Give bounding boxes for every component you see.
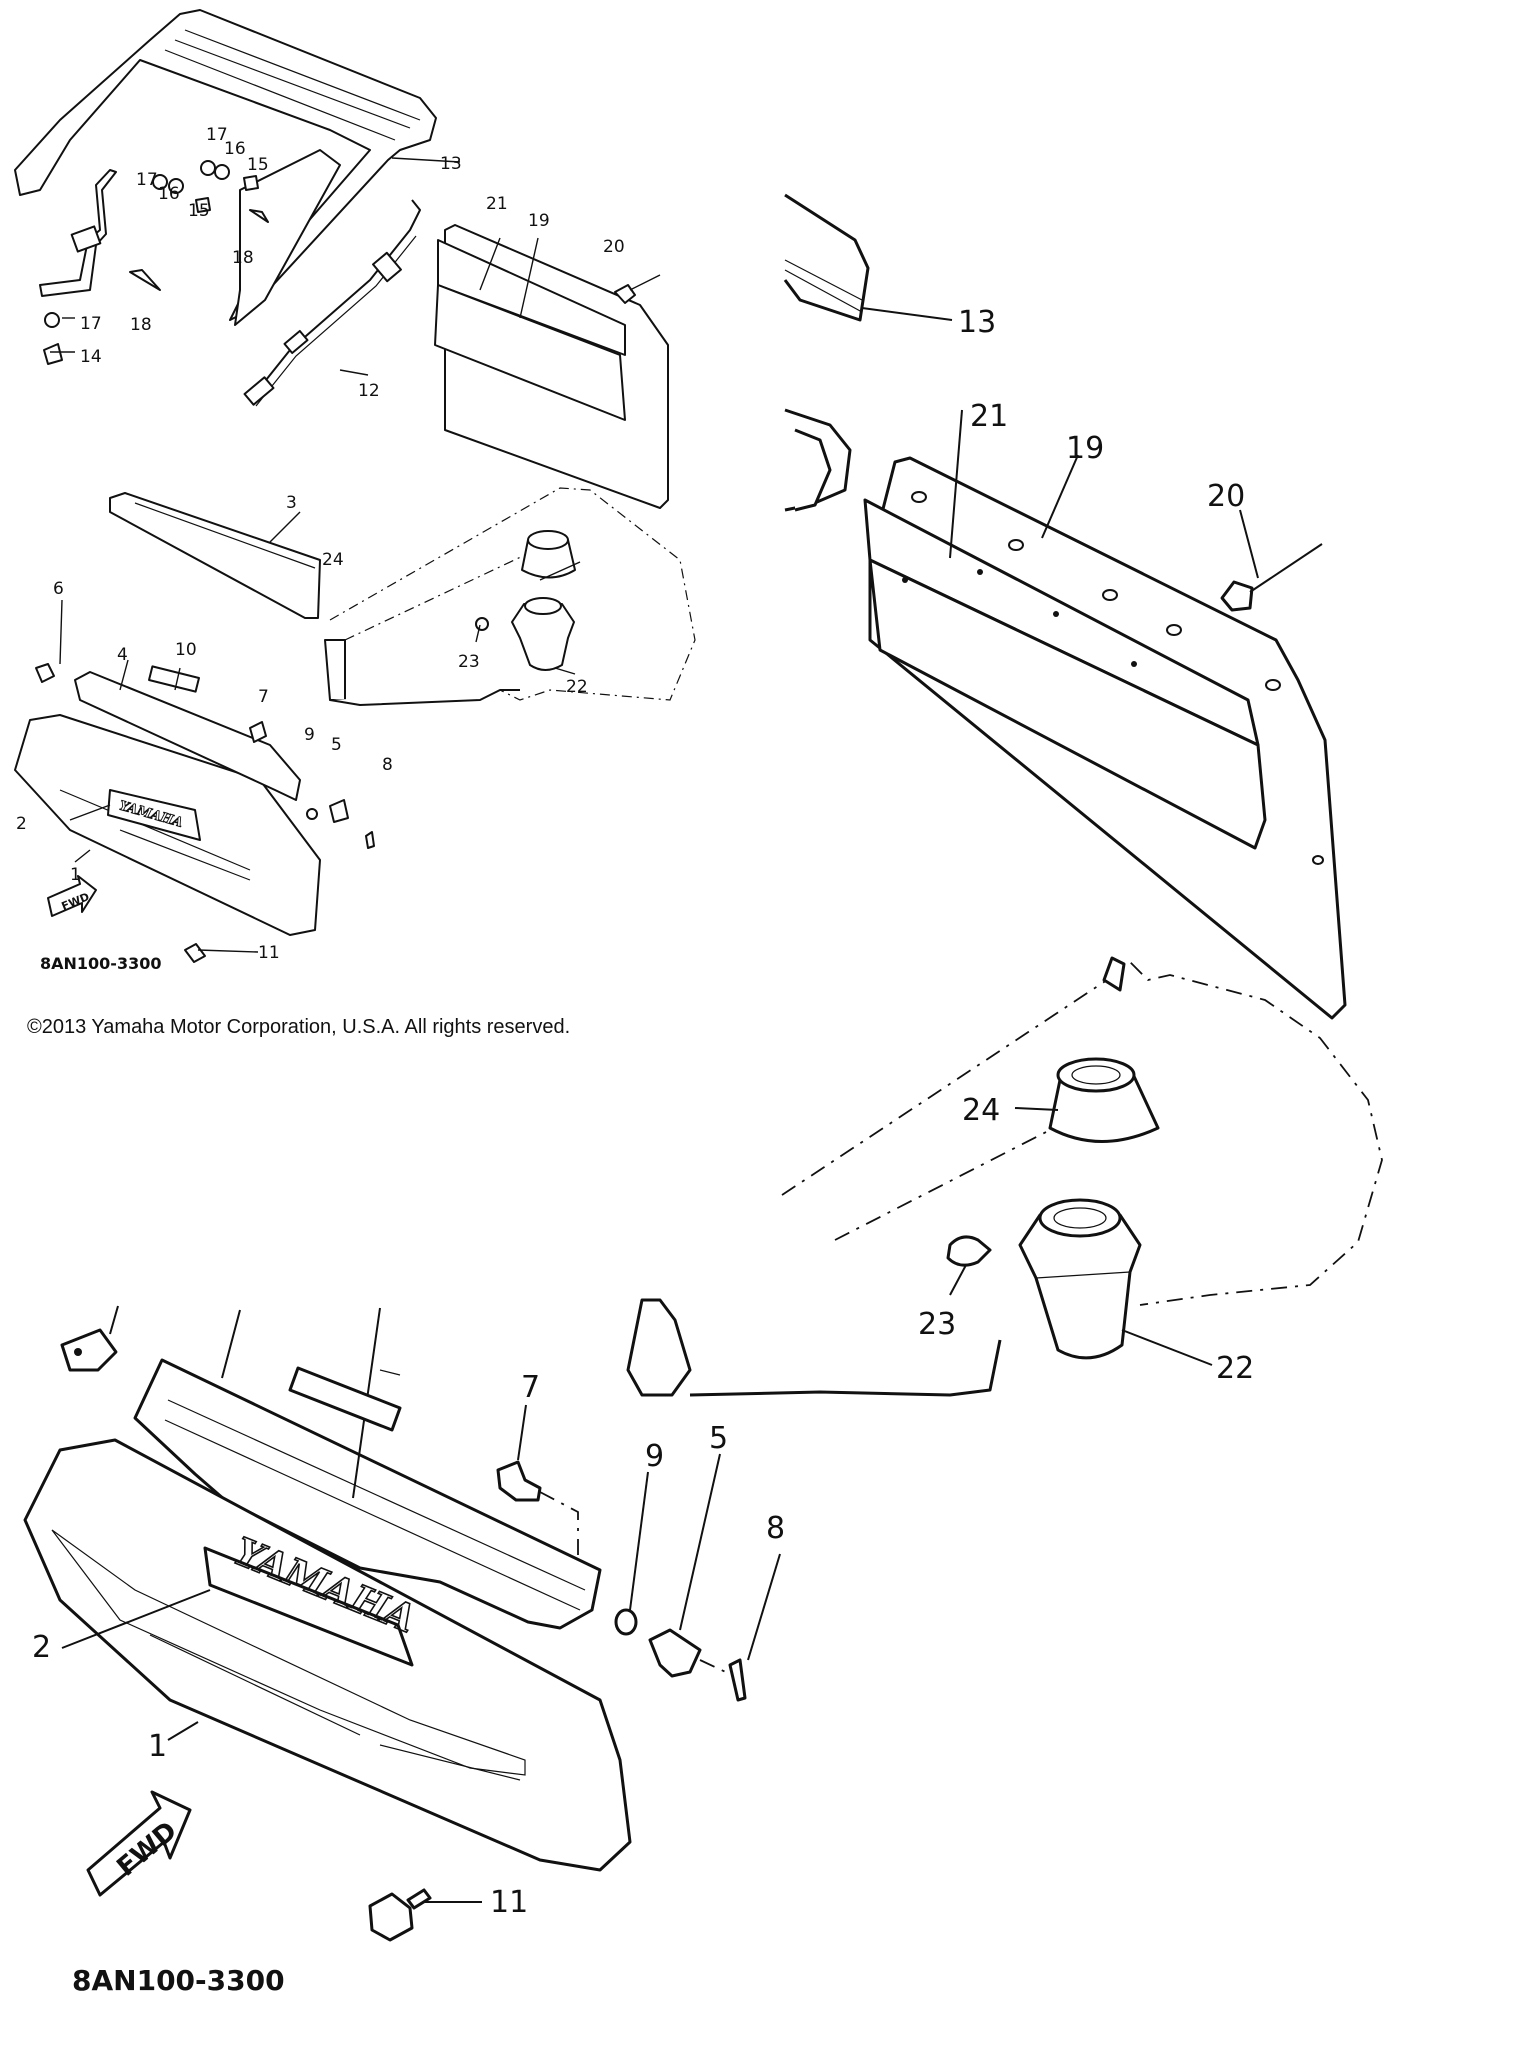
callout-16b: 16 bbox=[158, 184, 180, 204]
callout-17b: 17 bbox=[136, 170, 158, 190]
part-11-screw bbox=[184, 943, 206, 963]
callout-13-detail: 13 bbox=[958, 305, 996, 340]
part-12-cable bbox=[243, 199, 421, 407]
part-11-screw-detail bbox=[368, 1888, 432, 1942]
callout-14: 14 bbox=[80, 347, 102, 367]
part-23-plug-detail bbox=[946, 1235, 992, 1267]
fwd-arrow-small: FWD bbox=[47, 875, 97, 917]
part-13-detail bbox=[783, 193, 870, 512]
callout-8-detail: 8 bbox=[766, 1511, 785, 1546]
part-4-rail bbox=[74, 671, 301, 801]
part-20-pin-detail bbox=[1220, 543, 1323, 612]
tank-detail bbox=[626, 956, 1383, 1397]
callout-16a: 16 bbox=[224, 139, 246, 159]
overview-diagram: YAMAHA FWD bbox=[14, 9, 696, 973]
part-20-pin bbox=[614, 274, 661, 304]
part-19-plate bbox=[434, 224, 669, 509]
part-22-neck-detail bbox=[1018, 1198, 1142, 1360]
callout-1-detail: 1 bbox=[148, 1729, 167, 1764]
part-13-handle bbox=[14, 9, 437, 326]
callout-4: 4 bbox=[117, 645, 128, 665]
part-6-bracket-detail bbox=[60, 1328, 118, 1372]
part-9-washer-detail bbox=[614, 1608, 638, 1636]
part-18-rivet bbox=[249, 209, 269, 223]
part-5-bracket bbox=[329, 799, 349, 823]
part-24-cap-detail bbox=[1048, 1057, 1160, 1143]
part-8-pin bbox=[365, 831, 375, 849]
callout-19-detail: 19 bbox=[1066, 431, 1104, 466]
part-6-bracket bbox=[35, 663, 55, 683]
callout-19: 19 bbox=[528, 211, 550, 231]
part-19-plate-detail bbox=[863, 456, 1347, 1020]
diagram-code-small: 8AN100-3300 bbox=[40, 954, 161, 973]
callout-2-detail: 2 bbox=[32, 1630, 51, 1665]
callout-11-detail: 11 bbox=[490, 1885, 528, 1920]
part-16-damper bbox=[214, 164, 230, 180]
callout-24-detail: 24 bbox=[962, 1093, 1000, 1128]
part-17-collar bbox=[200, 160, 216, 176]
callout-23-detail: 23 bbox=[918, 1307, 956, 1342]
part-23-plug bbox=[475, 617, 489, 631]
part-16-damper-b bbox=[168, 178, 184, 194]
callout-12: 12 bbox=[358, 381, 380, 401]
callout-1-small: 1 bbox=[70, 865, 81, 885]
callout-8-small: 8 bbox=[382, 755, 393, 775]
callout-7-small: 7 bbox=[258, 687, 269, 707]
callout-9-detail: 9 bbox=[645, 1439, 664, 1474]
part-10-label-detail bbox=[288, 1366, 402, 1432]
callout-11-small: 11 bbox=[258, 943, 280, 963]
callout-6-small: 6 bbox=[53, 579, 64, 599]
copyright-notice: ©2013 Yamaha Motor Corporation, U.S.A. A… bbox=[27, 1016, 571, 1038]
part-7-clip-detail bbox=[496, 1460, 579, 1560]
part-7-clip bbox=[249, 721, 267, 743]
callout-7-detail: 7 bbox=[521, 1370, 540, 1405]
part-1-cover-detail bbox=[23, 1438, 632, 1872]
callout-5-detail: 5 bbox=[709, 1421, 728, 1456]
fwd-arrow-large: FWD bbox=[86, 1790, 192, 1897]
part-2-badge: YAMAHA bbox=[107, 789, 201, 841]
part-24-cap bbox=[521, 530, 576, 579]
callout-18b: 18 bbox=[130, 315, 152, 335]
callout-20: 20 bbox=[603, 237, 625, 257]
part-15-bolt-b bbox=[195, 197, 211, 213]
callout-17a: 17 bbox=[206, 125, 228, 145]
callout-22-detail: 22 bbox=[1216, 1351, 1254, 1386]
part-14-bolt bbox=[43, 343, 63, 365]
callout-13: 13 bbox=[440, 154, 462, 174]
diagram-code-large: 8AN100-3300 bbox=[72, 1964, 285, 1997]
callout-9-small: 9 bbox=[304, 725, 315, 745]
callout-23-small: 23 bbox=[458, 652, 480, 672]
callout-3: 3 bbox=[286, 493, 297, 513]
callout-15a: 15 bbox=[247, 155, 269, 175]
part-17-collar-c bbox=[44, 312, 60, 328]
part-9-washer bbox=[306, 808, 318, 820]
part-bracket bbox=[39, 169, 117, 297]
part-15-bolt bbox=[243, 175, 259, 191]
part-18-rivet-b bbox=[129, 269, 161, 291]
callout-24-small: 24 bbox=[322, 550, 344, 570]
part-10-label bbox=[148, 665, 200, 693]
part-4-rail-detail bbox=[133, 1358, 602, 1630]
callout-17c: 17 bbox=[80, 314, 102, 334]
part-3-bar bbox=[109, 492, 321, 619]
callout-21-detail: 21 bbox=[970, 399, 1008, 434]
callout-10: 10 bbox=[175, 640, 197, 660]
tank-outline bbox=[324, 487, 696, 706]
part-17-collar-b bbox=[152, 174, 168, 190]
callout-21: 21 bbox=[486, 194, 508, 214]
callout-18a: 18 bbox=[232, 248, 254, 268]
detail-bottom: YAMAHA 2 1 7 9 5 8 11 bbox=[23, 1305, 785, 1997]
part-8-pin-detail bbox=[728, 1658, 747, 1702]
callout-5-small: 5 bbox=[331, 735, 342, 755]
callout-22-small: 22 bbox=[566, 677, 588, 697]
callout-15b: 15 bbox=[188, 201, 210, 221]
detail-right: 13 21 19 20 bbox=[626, 193, 1383, 1397]
part-22-neck bbox=[511, 597, 575, 671]
part-5-bracket-detail bbox=[648, 1628, 702, 1678]
callout-2-small: 2 bbox=[16, 814, 27, 834]
callout-20-detail: 20 bbox=[1207, 479, 1245, 514]
